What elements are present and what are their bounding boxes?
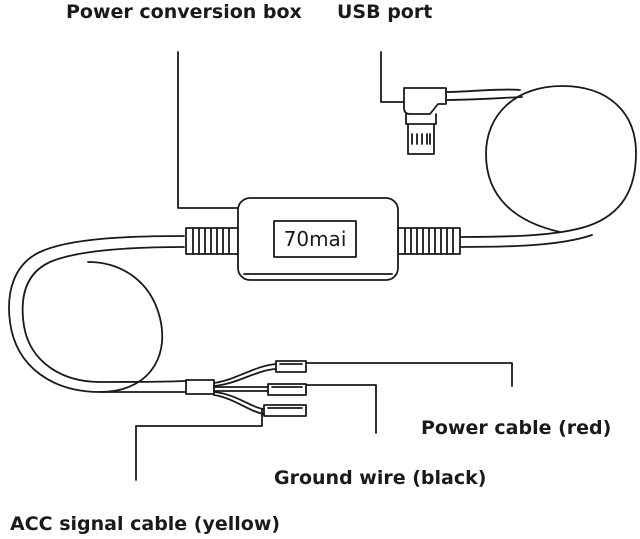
usb-connector-plug [407, 123, 435, 155]
leader-line-acc [135, 408, 263, 481]
wire-tip-power [275, 360, 307, 373]
cable-splitter [185, 379, 215, 395]
label-acc-signal-cable: ACC signal cable (yellow) [10, 513, 281, 535]
power-conversion-box-body [237, 197, 399, 281]
wire-tip-acc [263, 404, 307, 417]
power-cable-coil [8, 235, 185, 393]
leader-line-ground [305, 384, 377, 434]
label-power-conversion-box: Power conversion box [66, 1, 302, 23]
brand-logo-frame [273, 220, 357, 258]
wire-power [213, 363, 277, 387]
brand-logo-text: 70mai [284, 227, 347, 251]
leader-line-power-cable [305, 362, 513, 387]
power-cable-inner-loop [87, 261, 164, 393]
usb-connector-pins [411, 133, 431, 145]
leader-line-power-box [177, 51, 239, 209]
label-usb-port: USB port [337, 1, 433, 23]
wire-acc [213, 391, 265, 415]
wire-tip-ground [267, 383, 307, 396]
leader-line-usb [380, 51, 404, 103]
usb-connector-neck [405, 113, 437, 125]
wire-ground [213, 386, 269, 392]
usb-connector-body [403, 87, 447, 115]
strain-relief-right-ribs [404, 227, 454, 255]
label-power-cable: Power cable (red) [421, 417, 612, 439]
strain-relief-left-ribs [192, 227, 230, 255]
label-ground-wire: Ground wire (black) [274, 467, 487, 489]
cable-to-splitter [99, 380, 187, 393]
usb-cable-coil [459, 85, 637, 248]
usb-cable-lead [445, 88, 523, 101]
